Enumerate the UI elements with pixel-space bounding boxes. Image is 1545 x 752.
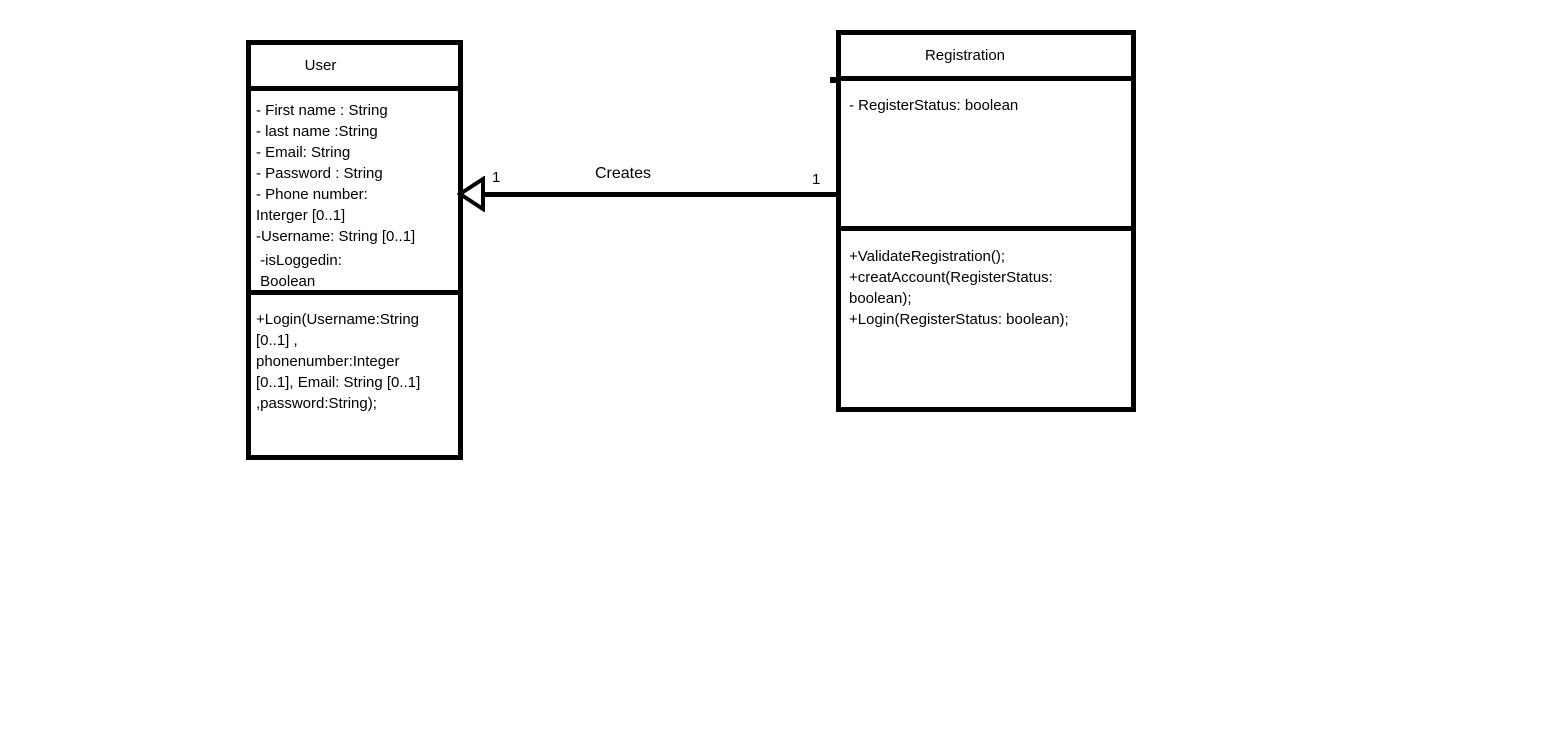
association-label: Creates [595, 165, 652, 182]
method-line: +ValidateRegistration(); [849, 248, 1006, 265]
method-line: +Login(Username:String [256, 311, 420, 328]
method-line: [0..1] , [256, 332, 298, 349]
class-attributes-user: - First name : String - last name :Strin… [251, 91, 458, 295]
attribute-line: Boolean [256, 273, 316, 290]
open-triangle-arrowhead-icon [457, 176, 485, 212]
class-attributes-registration: - RegisterStatus: boolean [841, 81, 1131, 231]
class-methods-registration: +ValidateRegistration(); +creatAccount(R… [841, 231, 1131, 407]
method-line: +Login(RegisterStatus: boolean); [849, 311, 1069, 328]
attribute-line: - RegisterStatus: boolean [849, 97, 1019, 114]
class-box-registration[interactable]: Registration - RegisterStatus: boolean +… [836, 30, 1136, 412]
attribute-line: - Password : String [256, 165, 383, 182]
method-line: boolean); [849, 290, 912, 307]
class-title-registration: Registration [841, 35, 1131, 81]
method-line: ,password:String); [256, 395, 377, 412]
attribute-line: -isLoggedin: [256, 252, 342, 269]
attribute-line: - Email: String [256, 144, 351, 161]
multiplicity-user-end: 1 [492, 169, 501, 186]
attribute-line: - last name :String [256, 123, 378, 140]
class-name-registration: Registration [924, 47, 1006, 64]
attribute-line: - Phone number: [256, 186, 368, 203]
attribute-line: -Username: String [0..1] [256, 228, 416, 245]
class-box-user[interactable]: User - First name : String - last name :… [246, 40, 463, 460]
attribute-line: - First name : String [256, 102, 388, 119]
border-tick [830, 77, 837, 83]
association-line[interactable] [481, 192, 836, 197]
class-name-user: User [304, 57, 337, 74]
class-title-user: User [251, 45, 458, 91]
multiplicity-registration-end: 1 [812, 171, 821, 188]
method-line: phonenumber:Integer [256, 353, 400, 370]
attribute-line: Interger [0..1] [256, 207, 346, 224]
method-line: [0..1], Email: String [0..1] [256, 374, 421, 391]
method-line: +creatAccount(RegisterStatus: [849, 269, 1053, 286]
class-methods-user: +Login(Username:String [0..1] , phonenum… [251, 295, 458, 455]
